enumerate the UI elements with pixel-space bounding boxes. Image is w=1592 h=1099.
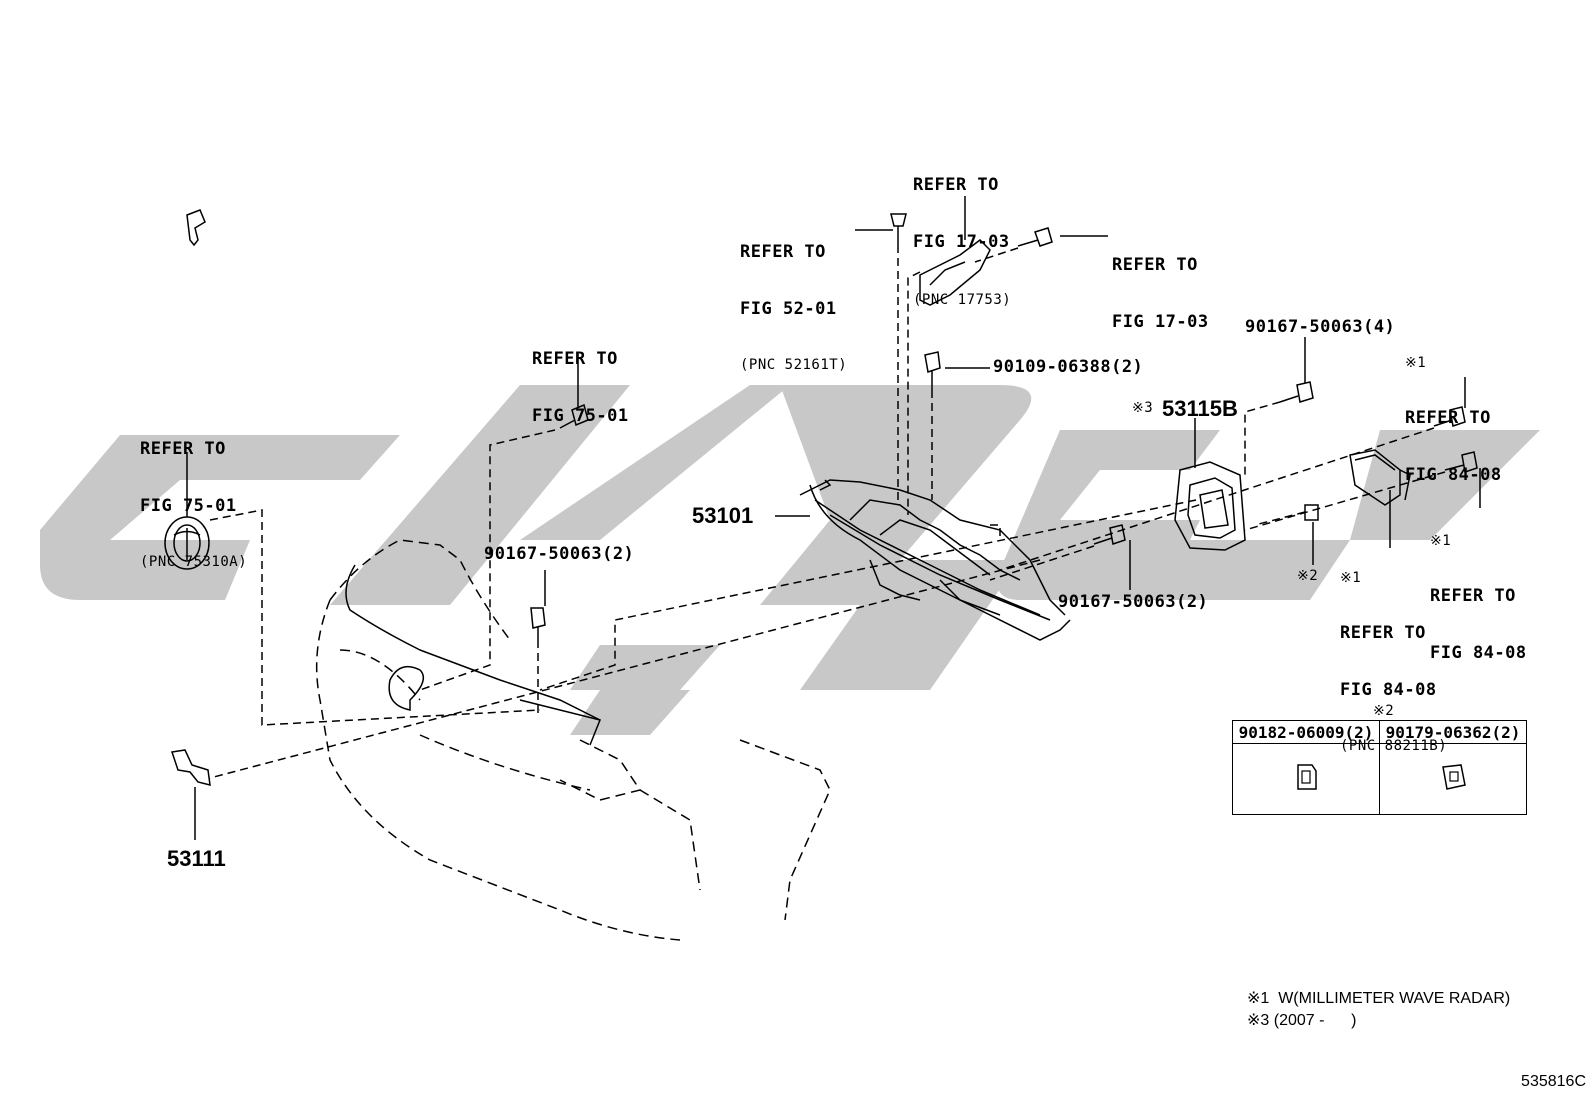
fig-text: FIG 52-01 [740,299,837,319]
speed-nut-icon [1442,764,1466,790]
bolt-refer-label: REFER TO FIG 17-03 [1112,218,1209,370]
bolt-part-number: 90109-06388(2) [993,357,1144,377]
refer-text: REFER TO [913,175,999,195]
radiator-grille [799,479,1071,641]
kit-part-number-1[interactable]: 90182-06009(2) [1232,720,1380,744]
screw-part-number-lower: 90167-50063(2) [1058,592,1209,612]
screw-part-number-center: 90167-50063(2) [484,544,635,564]
upper-bracket-detail [929,261,966,286]
note-mark: ※1 [1405,355,1427,371]
fig-text: FIG 84-08 [1340,680,1437,700]
radar-bracket-53115b [1174,461,1246,551]
radar-sensor [1349,449,1411,506]
radar-refer-label-2: ※1 REFER TO FIG 84-08 [1430,495,1527,701]
kit-part-number-2[interactable]: 90179-06362(2) [1379,720,1527,744]
pnc-text: (PNC 75310A) [140,554,248,570]
bracket-refer-label: REFER TO FIG 17-03 (PNC 17753) [913,138,1011,346]
pnc-text: (PNC 17753) [913,292,1012,308]
clip-nut-icon [1297,764,1317,790]
watermark-logo [40,385,1540,735]
radar-refer-label-1: ※1 REFER TO FIG 84-08 [1405,317,1502,523]
note-1: ※1 W(MILLIMETER WAVE RADAR) [1247,990,1511,1007]
nut-note-mark: ※2 [1297,568,1319,584]
bracket-note-mark: ※3 [1132,400,1154,416]
line-art [164,196,1481,941]
leader-lines [186,196,1481,840]
fog-lamp-opening [388,665,425,711]
note-3: ※3 (2007 - ) [1247,1012,1357,1029]
kit-cell-1 [1232,743,1380,815]
screw-part-number-top: 90167-50063(4) [1245,317,1396,337]
kit-table: 90182-06009(2) 90179-06362(2) [1232,720,1527,815]
fig-text: FIG 75-01 [532,406,629,426]
refer-text: REFER TO [740,242,826,262]
part-number-grille[interactable]: 53101 [692,503,754,528]
figure-id: 535816C [1521,1073,1586,1090]
pnc-text: (PNC 52161T) [740,357,848,373]
clip-refer-label: REFER TO FIG 52-01 (PNC 52161T) [740,205,847,411]
screw-left-refer-label: REFER TO FIG 75-01 [532,312,629,464]
lower-bracket-53111 [171,749,211,786]
refer-text: REFER TO [1340,623,1426,643]
radar-nut [1304,504,1319,521]
upper-bracket [919,239,991,306]
note-mark: ※1 [1340,570,1362,586]
refer-text: REFER TO [1430,586,1516,606]
fig-text: FIG 84-08 [1430,643,1527,663]
fig-text: FIG 84-08 [1405,465,1502,485]
refer-text: REFER TO [1405,408,1491,428]
kit-cell-2 [1379,743,1527,815]
fig-text: FIG 17-03 [913,232,1010,252]
refer-text: REFER TO [140,439,226,459]
refer-text: REFER TO [1112,255,1198,275]
refer-text: REFER TO [532,349,618,369]
kit-note-mark: ※2 [1373,703,1395,719]
fig-text: FIG 75-01 [140,496,237,516]
bumper-upper-edge [345,564,601,721]
emblem-inner [173,524,201,562]
bumper-lower-edge [519,699,602,746]
note-mark: ※1 [1430,533,1452,549]
part-number-lower-bracket[interactable]: 53111 [167,846,226,871]
fig-text: FIG 17-03 [1112,312,1209,332]
emblem-refer-label: REFER TO FIG 75-01 (PNC 75310A) [140,402,247,608]
part-number-radar-bracket[interactable]: 53115B [1162,396,1238,421]
bumper-cover [315,539,831,941]
assembly-lines [209,245,1446,779]
emblem-symbol [173,528,201,560]
